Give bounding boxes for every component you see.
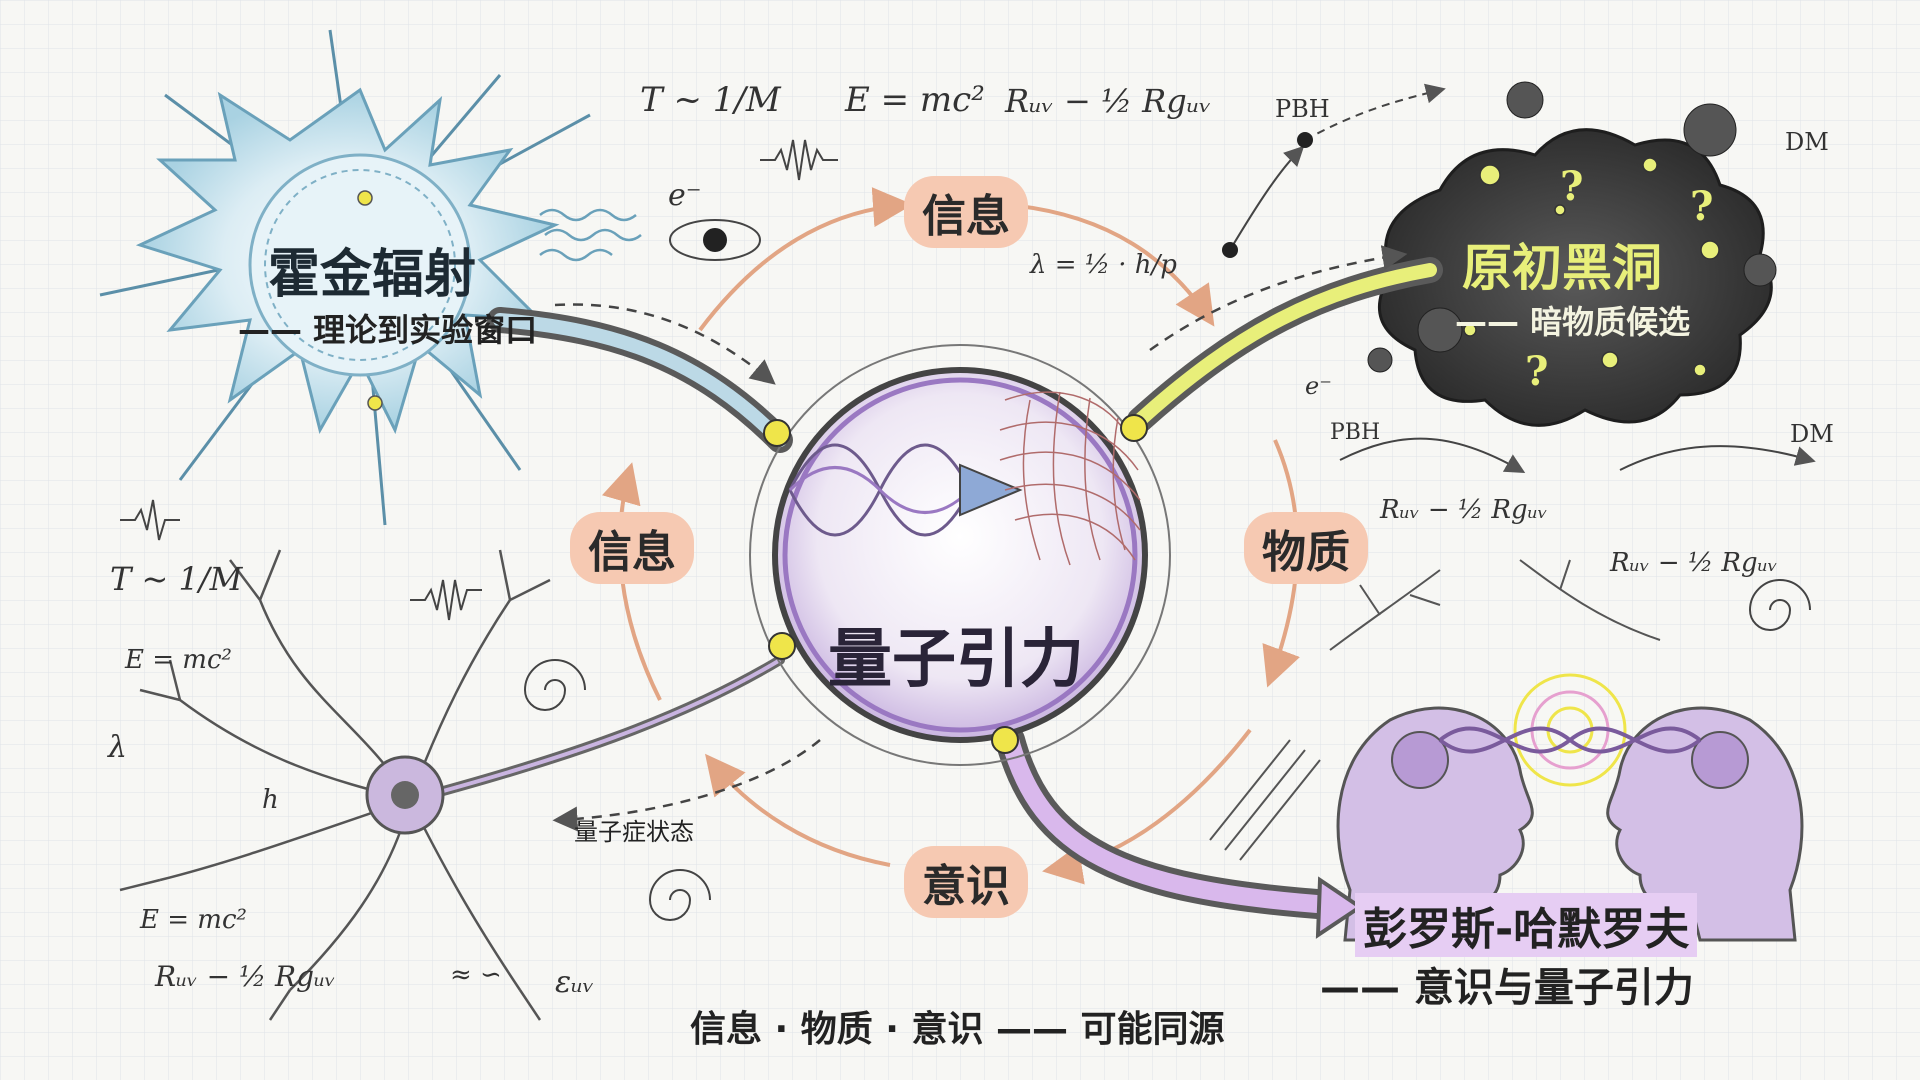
- wave-doodle-icon: [120, 139, 838, 621]
- cycle-label-top: 信息: [904, 176, 1028, 248]
- formula-electron-top: e⁻: [668, 178, 702, 213]
- penrose-subtitle: —— 意识与量子引力: [1320, 965, 1694, 1011]
- nanotube-icon: [1209, 739, 1321, 861]
- pbh-title: 原初黑洞: [1462, 239, 1662, 297]
- connection-bands: [487, 257, 1443, 920]
- formula-t-left: T ~ 1/M: [110, 560, 243, 598]
- cycle-label-bottom: 意识: [904, 846, 1028, 918]
- formula-dm-top: DM: [1785, 128, 1829, 156]
- bottom-caption: 信息 · 物质 · 意识 —— 可能同源: [690, 1009, 1225, 1050]
- neuron-nucleus-icon: [391, 781, 419, 809]
- svg-text:?: ?: [1525, 348, 1548, 395]
- penrose-arrowhead-icon: [1315, 876, 1364, 939]
- penrose-heads-icon: [1336, 673, 1804, 942]
- svg-text:?: ?: [1690, 183, 1713, 230]
- branch-doodle-icon: [1329, 559, 1661, 651]
- black-hole-doodle-icon: [669, 219, 761, 261]
- formula-einstein-bottom: Rᵤᵥ − ½ Rgᵤᵥ: [155, 960, 336, 993]
- formula-electron-right: e⁻: [1305, 372, 1332, 400]
- formula-pbh-right: PBH: [1330, 420, 1381, 445]
- formula-einstein-right1: Rᵤᵥ − ½ Rgᵤᵥ: [1380, 495, 1548, 525]
- formula-emc-top: E = mc²: [845, 80, 985, 120]
- pbh-subtitle: —— 暗物质候选: [1455, 303, 1691, 341]
- formula-lambda-left: λ: [108, 730, 128, 765]
- svg-text:?: ?: [1560, 163, 1583, 210]
- primordial-black-hole-cloud-icon: ? ? ?: [1367, 81, 1777, 427]
- penrose-title: 彭罗斯-哈默罗夫: [1355, 893, 1698, 957]
- formula-epsilon-bottom: εᵤᵥ: [555, 965, 595, 1000]
- cycle-label-right: 物质: [1244, 512, 1368, 584]
- galaxy-spiral-icon: [523, 579, 1811, 921]
- formula-t-top: T ~ 1/M: [640, 80, 781, 120]
- formula-emc-bottom: E = mc²: [140, 905, 247, 935]
- center-title: 量子引力: [828, 623, 1084, 697]
- hawking-sun-icon: [99, 29, 642, 526]
- quantum-gravity-sphere-icon: [749, 344, 1171, 766]
- cycle-label-left: 信息: [570, 512, 694, 584]
- hawking-subtitle: —— 理论到实验窗口: [238, 311, 538, 349]
- quantum-state-label: 量子症状态: [574, 818, 694, 846]
- formula-dm-right: DM: [1790, 420, 1834, 448]
- particle-dot-icon: [1222, 242, 1238, 258]
- dashed-flows: [552, 245, 1408, 832]
- formula-emc-left: E = mc²: [125, 645, 232, 675]
- hawking-title: 霍金辐射: [268, 245, 477, 305]
- particle-trajectory-icon: [1229, 83, 1816, 473]
- formula-pbh-top: PBH: [1275, 95, 1330, 123]
- particle-dot-icon: [1297, 132, 1313, 148]
- formula-h-left: h: [262, 785, 279, 815]
- formula-approx-bottom: ≈ ∽: [450, 960, 502, 990]
- formula-debroglie: λ = ½ · h/p: [1030, 250, 1177, 280]
- formula-einstein-right2: Rᵤᵥ − ½ Rgᵤᵥ: [1610, 548, 1778, 578]
- formula-einstein-top: Rᵤᵥ − ½ Rgᵤᵥ: [1005, 82, 1212, 120]
